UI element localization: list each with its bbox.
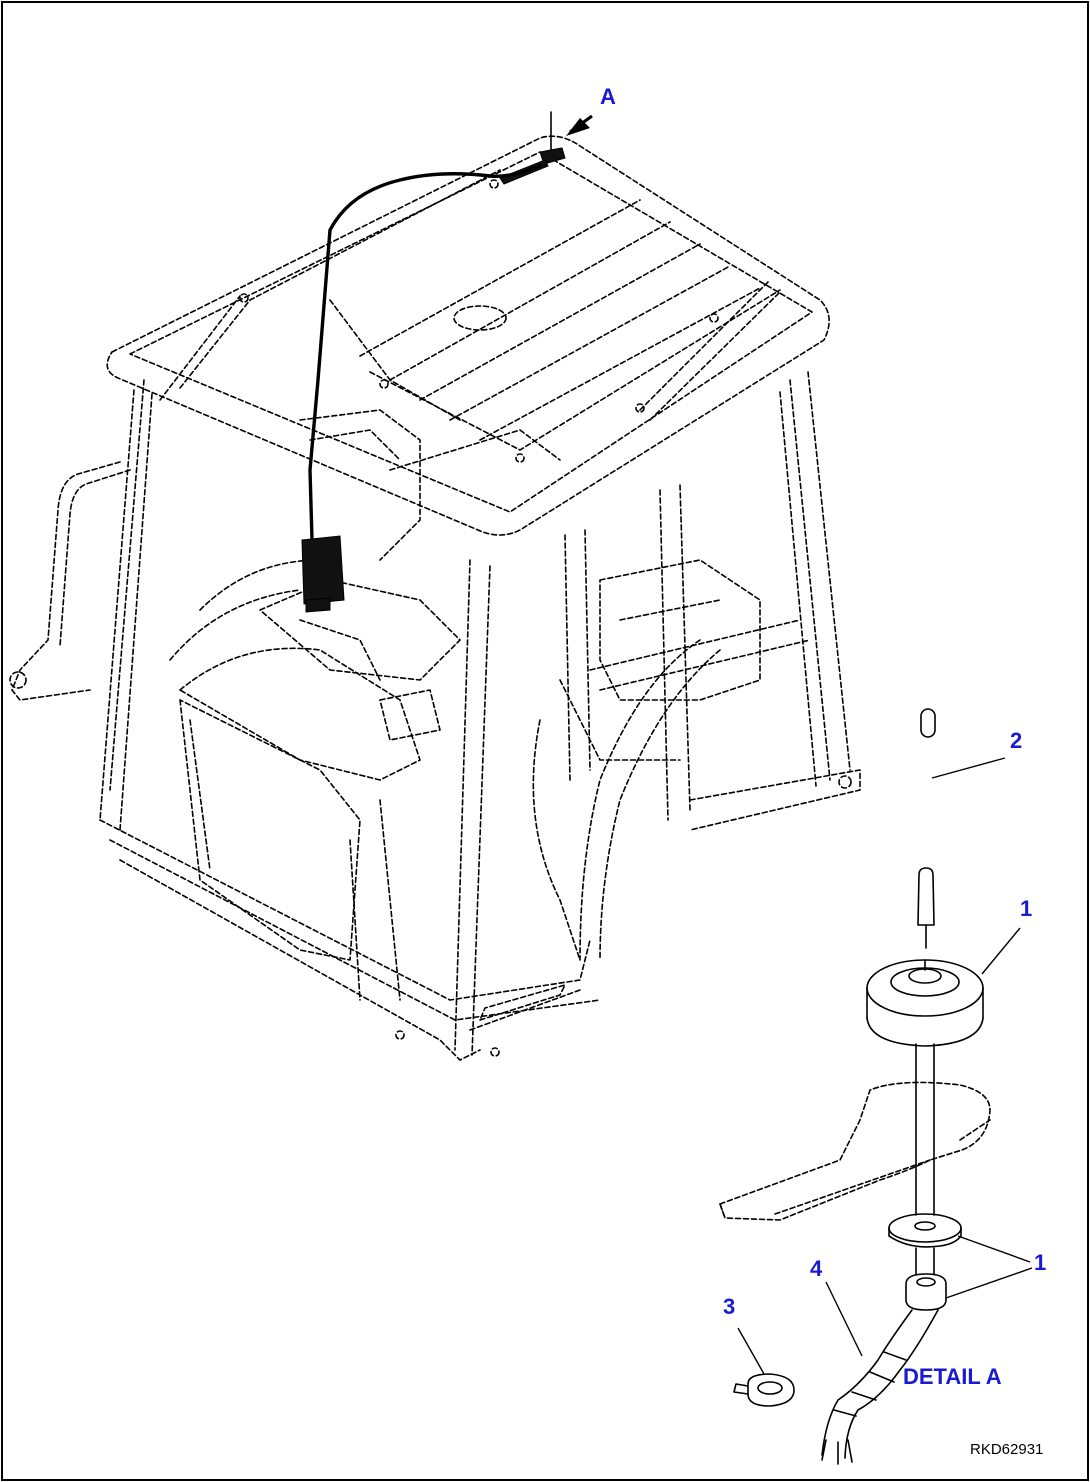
callout-a: A bbox=[600, 84, 616, 109]
cab-illustration bbox=[9, 135, 861, 1061]
drawing-number: RKD62931 bbox=[970, 1441, 1043, 1458]
callout-2: 2 bbox=[1010, 728, 1022, 753]
detail-a-antenna-assembly bbox=[719, 867, 1033, 1465]
callout-1-washer-nut: 1 bbox=[1034, 1250, 1046, 1275]
part-3-clip bbox=[733, 1327, 795, 1407]
view-arrow-a bbox=[566, 114, 593, 136]
callout-1-base: 1 bbox=[1020, 896, 1032, 921]
detail-a-label: DETAIL A bbox=[903, 1364, 1002, 1389]
callout-3: 3 bbox=[723, 1294, 735, 1319]
callout-4: 4 bbox=[810, 1256, 823, 1281]
part-2-cap bbox=[920, 708, 1006, 779]
antenna-cable-routing bbox=[301, 111, 566, 613]
